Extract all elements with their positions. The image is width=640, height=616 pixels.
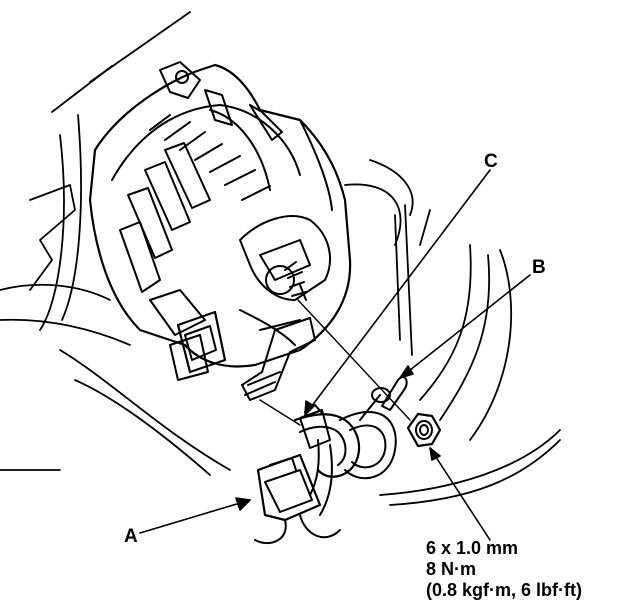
wire-clamp-bracket	[241, 317, 316, 401]
torque-alt-text: (0.8 kgf·m, 6 lbf·ft)	[426, 580, 582, 600]
engine-background-lines	[0, 11, 561, 506]
alternator	[88, 61, 352, 381]
leader-line-spec	[429, 447, 491, 541]
torque-specification: 6 x 1.0 mm 8 N·m (0.8 kgf·m, 6 lbf·ft)	[426, 538, 582, 601]
callout-label-a: A	[124, 526, 138, 547]
leader-line-b	[399, 274, 531, 379]
alignment-lines	[259, 299, 411, 426]
torque-nm-text: 8 N·m	[426, 559, 477, 579]
wire-harness	[254, 387, 397, 545]
flange-nut	[406, 412, 442, 448]
bolt-size-text: 6 x 1.0 mm	[426, 538, 519, 558]
leader-line-a	[139, 497, 251, 534]
callout-label-b: B	[532, 257, 546, 278]
leader-line-c	[304, 169, 491, 416]
callout-label-c: C	[484, 151, 498, 172]
